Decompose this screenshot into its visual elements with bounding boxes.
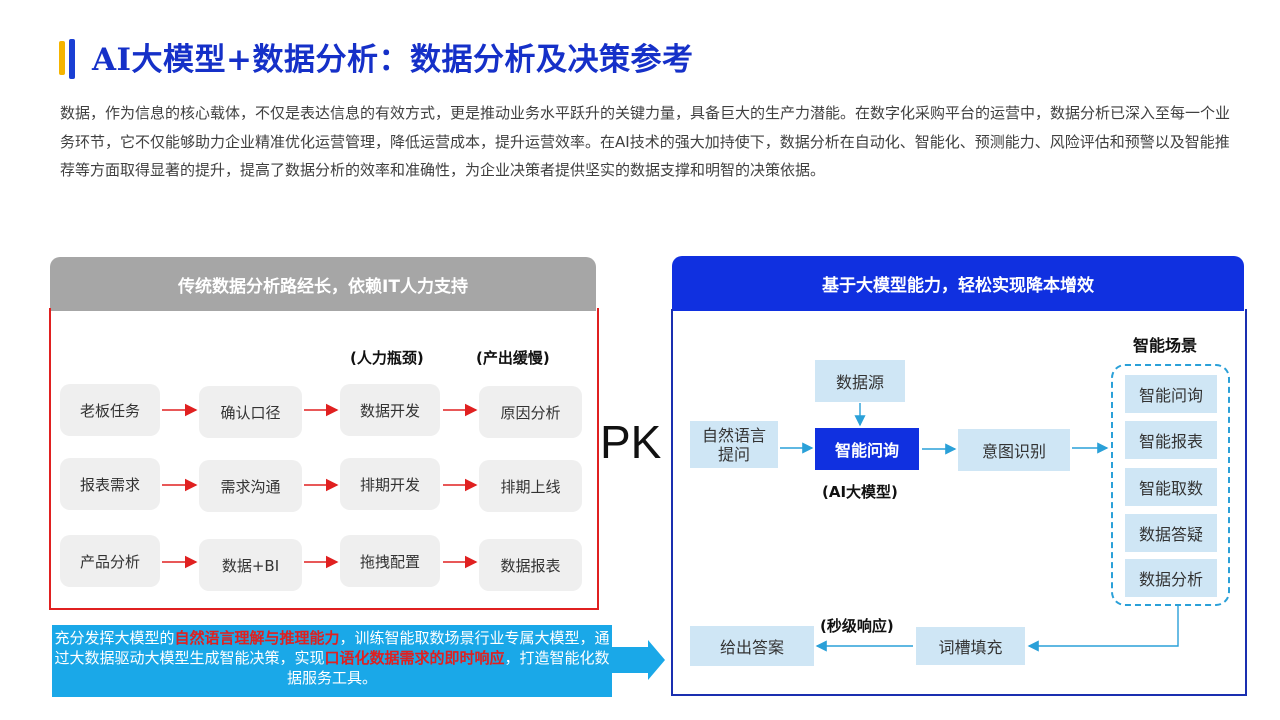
- flow-step: 拖拽配置: [340, 535, 440, 587]
- right-panel-frame: [671, 309, 1247, 696]
- smart-scenes-group: [1111, 364, 1230, 606]
- ai-model-label: (AI大模型): [822, 483, 898, 501]
- callout-box: 充分发挥大模型的自然语言理解与推理能力，训练智能取数场景行业专属大模型，通过大数…: [52, 625, 612, 697]
- flow-step: 老板任务: [60, 384, 160, 436]
- flow-step: 数据报表: [479, 539, 582, 591]
- smart-query-box: 智能问询: [815, 428, 919, 470]
- intro-paragraph: 数据，作为信息的核心载体，不仅是表达信息的有效方式，更是推动业务水平跃升的关键力…: [60, 104, 1231, 179]
- flow-step: 排期开发: [340, 458, 440, 510]
- callout-text-2: ，训练智能取数场景行业专属大模型，通过大数据驱动大模型生成智能决策，实现: [54, 629, 610, 667]
- natural-language-question-box: 自然语言提问: [690, 421, 778, 468]
- flow-step: 需求沟通: [199, 460, 302, 512]
- callout-highlight-2: 口语化数据需求的即时响应: [324, 649, 505, 667]
- flow-step: 产品分析: [60, 535, 160, 587]
- label-manpower-bottleneck: (人力瓶颈): [350, 349, 424, 367]
- scene-item: 智能问询: [1125, 375, 1217, 413]
- callout-text-1: 充分发挥大模型的: [54, 629, 175, 647]
- flow-step: 报表需求: [60, 458, 160, 510]
- flow-step: 排期上线: [479, 460, 582, 512]
- blue-arrow: [1027, 604, 1179, 652]
- callout-text-3: ，打造智能化数据服务工具。: [286, 649, 610, 687]
- label-slow-output: (产出缓慢): [476, 349, 550, 367]
- intent-recognition-box: 意图识别: [958, 429, 1070, 471]
- title-accent-blue: [69, 39, 75, 79]
- second-response-label: (秒级响应): [820, 617, 894, 635]
- title-accent-yellow: [59, 41, 65, 75]
- right-panel-header: 基于大模型能力，轻松实现降本增效: [672, 256, 1244, 311]
- left-panel-frame: [49, 308, 599, 610]
- big-right-arrow: [612, 640, 665, 680]
- flow-step: 数据开发: [340, 384, 440, 436]
- scene-item: 智能取数: [1125, 468, 1217, 506]
- callout-highlight-1: 自然语言理解与推理能力: [174, 629, 340, 647]
- answer-box: 给出答案: [690, 626, 814, 666]
- flow-step: 数据+BI: [199, 539, 302, 591]
- left-panel-header: 传统数据分析路经长，依赖IT人力支持: [50, 257, 596, 311]
- scene-item: 数据答疑: [1125, 514, 1217, 552]
- pk-label: PK: [600, 416, 662, 468]
- flow-step: 确认口径: [199, 386, 302, 438]
- page-title: AI大模型+数据分析：数据分析及决策参考: [92, 42, 694, 78]
- scene-item: 智能报表: [1125, 421, 1217, 459]
- scene-item: 数据分析: [1125, 559, 1217, 597]
- data-source-box: 数据源: [815, 360, 905, 402]
- slot-filling-box: 词槽填充: [916, 627, 1025, 665]
- flow-step: 原因分析: [479, 386, 582, 438]
- smart-scenes-title: 智能场景: [1133, 336, 1198, 355]
